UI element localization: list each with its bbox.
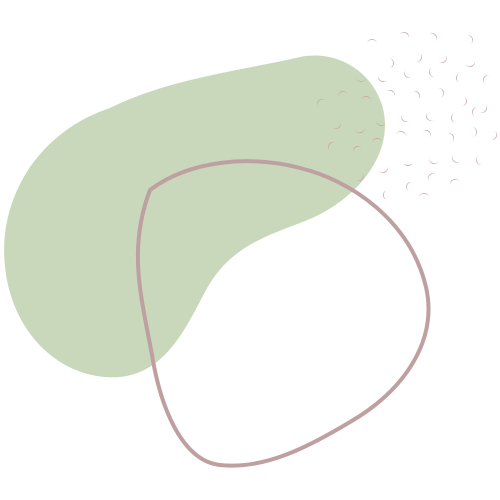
rose-dot [378, 165, 388, 173]
rose-dot [429, 67, 436, 77]
rose-dot [438, 54, 447, 63]
rose-dot [461, 96, 467, 106]
rose-dot [414, 52, 422, 62]
rose-outline-blob [135, 159, 431, 468]
rose-dot [456, 73, 462, 83]
rose-dot [450, 179, 460, 186]
rose-dot-pattern [317, 32, 497, 200]
rose-dot [388, 58, 394, 68]
rose-dot [472, 107, 479, 117]
rose-dot [419, 193, 429, 199]
rose-dot [406, 182, 413, 192]
rose-dot [396, 131, 406, 138]
rose-dot [428, 173, 437, 182]
rose-dot [429, 157, 439, 164]
rose-dot [422, 130, 431, 139]
rose-dot [476, 155, 484, 165]
green-blob [4, 55, 385, 378]
rose-dot [490, 130, 497, 140]
rose-dot [426, 111, 434, 121]
rose-dot [404, 69, 413, 78]
rose-dot [446, 133, 454, 143]
rose-dot [361, 96, 371, 102]
rose-dot [385, 90, 395, 98]
rose-dot [412, 91, 420, 101]
rose-dot [452, 154, 461, 163]
rose-dot [465, 60, 475, 67]
rose-dot [383, 190, 389, 200]
rose-dot [479, 103, 487, 113]
rose-dot [428, 33, 437, 42]
rose-dot [367, 39, 377, 44]
rose-dot [403, 160, 413, 166]
rose-dot [466, 35, 473, 45]
rose-dot [437, 88, 444, 98]
rose-dot [372, 138, 382, 144]
rose-dot [483, 75, 491, 85]
rose-dot [451, 113, 457, 123]
rose-dot [471, 127, 477, 137]
rose-dot [401, 114, 411, 122]
rose-dot [378, 74, 388, 82]
rose-dot [356, 76, 366, 82]
rose-dot [399, 32, 409, 39]
